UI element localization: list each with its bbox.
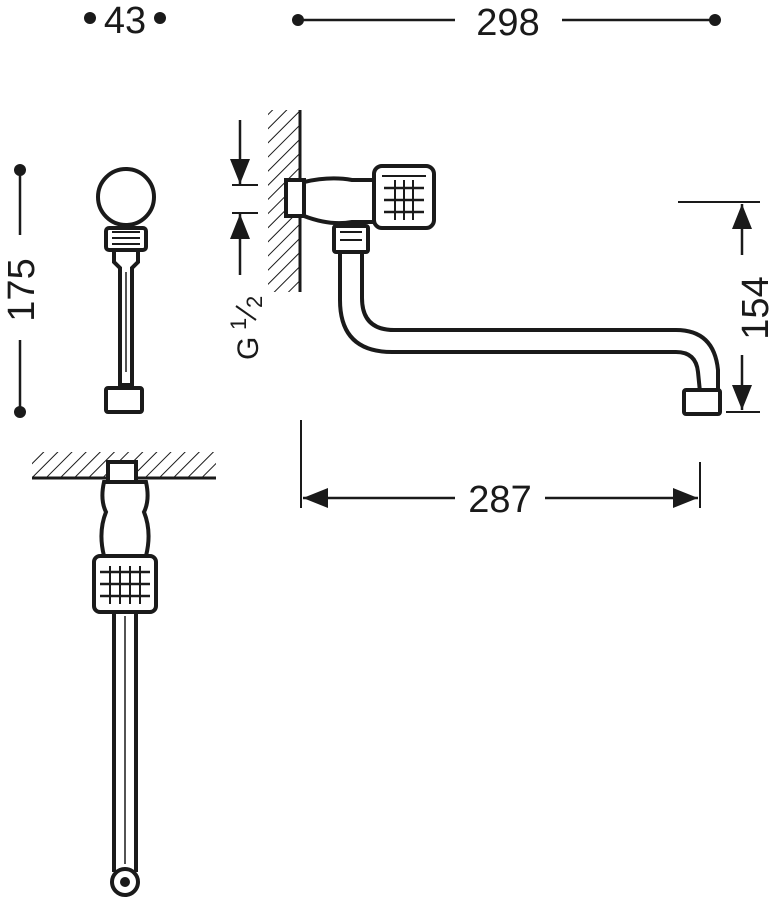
dim-label-154: 154 (735, 276, 770, 339)
front-view (284, 164, 722, 416)
dimension-154: 154 (678, 201, 770, 413)
dimension-175: 175 (1, 164, 43, 418)
dim-label-287: 287 (468, 479, 531, 521)
dim-dot (154, 12, 166, 24)
side-view (96, 167, 156, 414)
thread-dimension: G 1 2 (226, 120, 267, 360)
dim-dot (84, 12, 96, 24)
dim-dot (14, 406, 26, 418)
dim-label-175: 175 (1, 258, 43, 321)
dim-dot (709, 14, 721, 26)
dimension-43: 43 (84, 0, 166, 42)
top-view (92, 460, 158, 897)
dimension-287: 287 (300, 420, 701, 521)
dim-label-298: 298 (476, 2, 539, 44)
dimension-298: 298 (292, 2, 721, 44)
thread-denominator: 2 (242, 296, 267, 308)
thread-letter: G (232, 337, 265, 360)
dim-label-43: 43 (104, 0, 146, 42)
thread-numerator: 1 (226, 318, 251, 330)
